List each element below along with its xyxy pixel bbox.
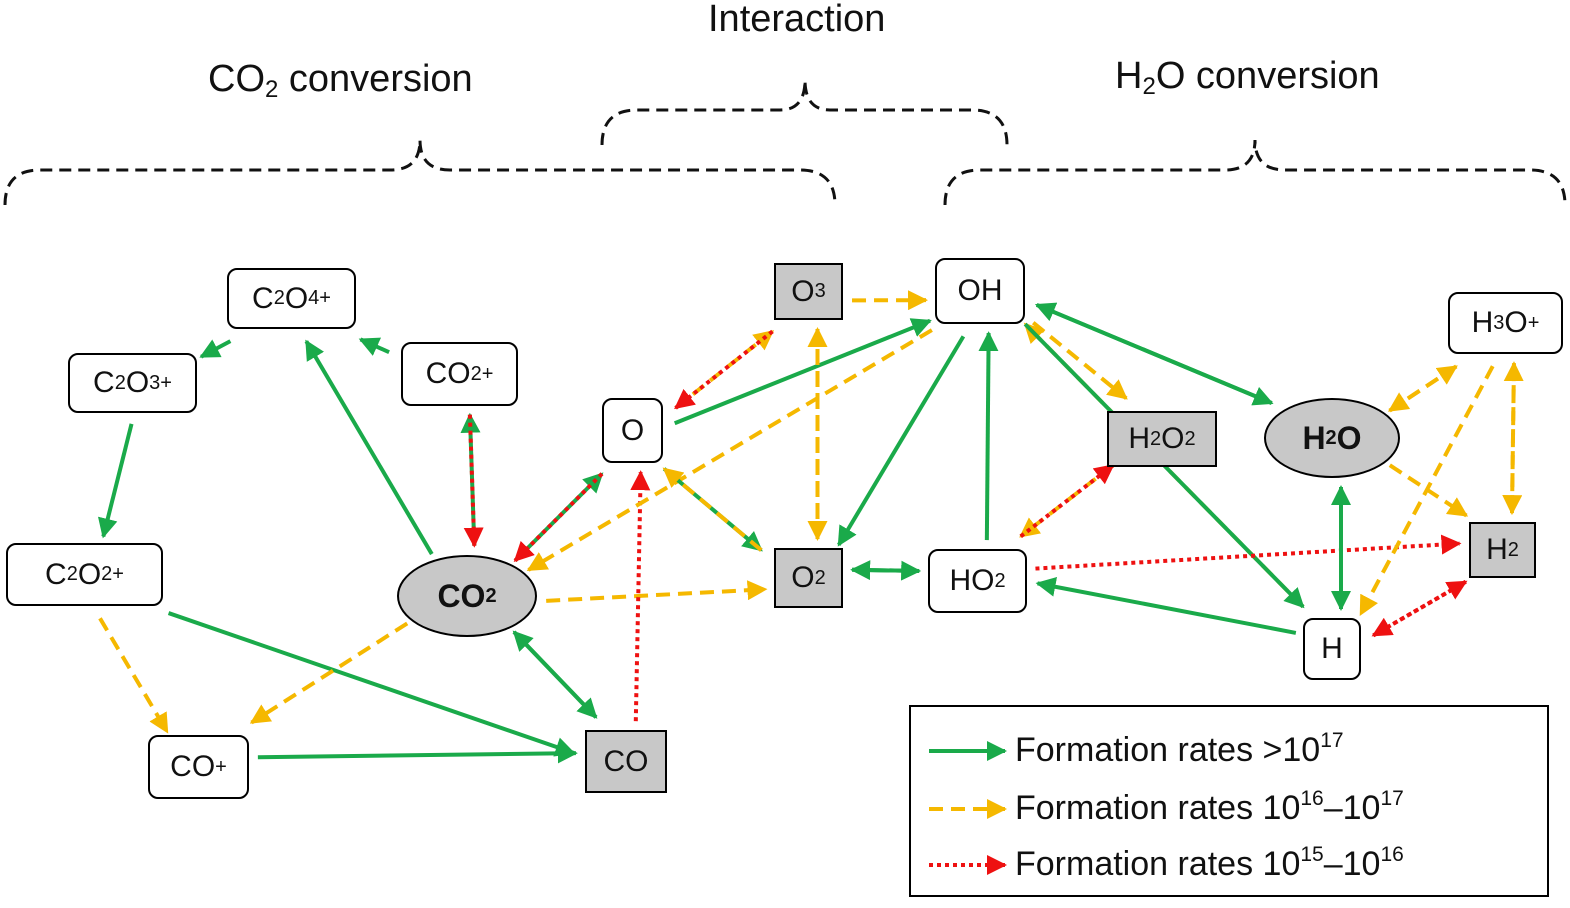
node-h: H	[1303, 618, 1361, 680]
arrow-oh-to-co2	[526, 328, 933, 572]
legend-dashed-arrow-icon	[929, 799, 1007, 819]
arrow-co-to-o	[630, 470, 651, 722]
arrow-ho2-to-h2	[1035, 534, 1462, 571]
arrow-co2-to-c2o4p	[304, 339, 434, 556]
arrow-o-to-o2	[662, 467, 763, 552]
arrow-c2o4p-to-c2o3p	[199, 339, 232, 359]
arrow-h2-to-h3op	[1503, 361, 1524, 514]
arrow-h3op-to-h	[1358, 365, 1495, 617]
co2-conversion-brace	[3, 139, 837, 206]
legend-label-dotted: Formation rates 1015–1016	[1015, 843, 1404, 883]
arrow-co2-to-cop	[249, 621, 409, 725]
node-oh: OH	[935, 258, 1025, 324]
arrow-c2o2p-to-co	[167, 611, 576, 757]
legend-label-dashed: Formation rates 1016–1017	[1015, 787, 1404, 827]
node-co: CO	[585, 730, 667, 793]
arrow-oh-to-h2o2	[1031, 321, 1128, 400]
legend-label-solid: Formation rates >1017	[1015, 729, 1344, 769]
arrow-co2p-to-c2o4p	[358, 337, 390, 356]
arrow-o3-to-o	[674, 329, 774, 410]
legend-item-dotted: Formation rates 1015–1016	[911, 839, 1547, 891]
h2o-conversion-label: H2O conversion	[1115, 55, 1380, 100]
arrow-h2o-to-oh	[1034, 302, 1273, 405]
arrow-co2p-to-co2	[463, 414, 484, 548]
interaction-brace	[600, 79, 1009, 146]
legend-solid-arrow-icon	[929, 741, 1007, 761]
arrow-h3op-to-h2o	[1387, 364, 1458, 413]
legend: Formation rates >1017 Formation rates 10…	[909, 705, 1549, 897]
arrow-o-to-oh	[673, 318, 932, 426]
arrow-c2o3p-to-c2o2p	[97, 423, 134, 539]
legend-item-dashed: Formation rates 1016–1017	[911, 783, 1547, 835]
arrow-co2-to-o2	[546, 580, 768, 603]
co2-conversion-label: CO2 conversion	[208, 58, 473, 103]
arrow-h-to-ho2	[1035, 576, 1297, 635]
h2o-conversion-brace	[943, 139, 1567, 206]
arrow-h2-to-h	[1371, 580, 1467, 638]
node-o: O	[602, 398, 663, 463]
arrow-oh-to-o2	[837, 335, 966, 547]
arrow-ho2-to-oh	[978, 331, 999, 541]
arrow-cop-to-co	[257, 743, 578, 764]
legend-dotted-arrow-icon	[929, 855, 1007, 875]
arrow-c2o2p-to-cop	[98, 617, 169, 734]
legend-item-solid: Formation rates >1017	[911, 725, 1547, 777]
arrow-ho2-to-h2o2	[1019, 463, 1115, 538]
arrow-co-to-co2	[512, 630, 598, 719]
interaction-label: Interaction	[708, 0, 886, 40]
reaction-arrows	[97, 290, 1524, 764]
node-co-plus: CO+	[148, 735, 249, 799]
arrow-ho2-to-o2	[850, 560, 920, 581]
